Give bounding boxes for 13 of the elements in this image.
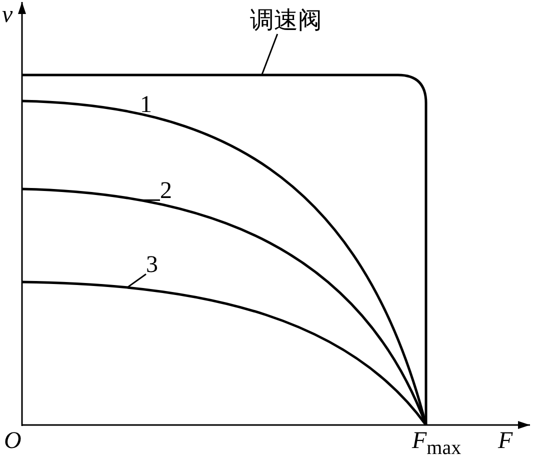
curve-label: 调速阀 [250, 8, 322, 34]
leader-line [140, 199, 160, 201]
leader-line [122, 110, 142, 115]
axis-label: F [498, 428, 513, 454]
curve-label: 2 [160, 178, 172, 204]
characteristic-curve [22, 280, 427, 426]
curve-label: 3 [146, 252, 158, 278]
curve-label: 1 [140, 92, 152, 118]
origin-label: O [4, 428, 22, 454]
leader-line [261, 34, 278, 76]
axis-label: v [2, 2, 13, 28]
leader-line [126, 274, 146, 288]
axis-tick-label: F$_{max}$ [412, 428, 462, 457]
